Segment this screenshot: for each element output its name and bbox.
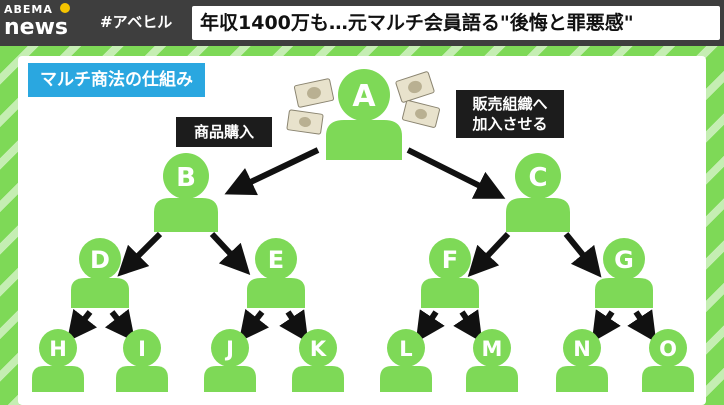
person-figure-j bbox=[204, 329, 256, 392]
label-recruit-line1: 販売組織へ bbox=[472, 95, 548, 113]
node-label-g: G bbox=[614, 246, 634, 274]
arrow-g-n bbox=[591, 309, 621, 343]
person-figure-a bbox=[326, 69, 402, 160]
arrow-b-e bbox=[209, 231, 251, 275]
node-label-c: C bbox=[528, 163, 547, 193]
arrow-d-i bbox=[104, 308, 136, 342]
label-product-purchase: 商品購入 bbox=[176, 117, 272, 147]
arrow-g-o bbox=[627, 309, 657, 343]
node-label-m: M bbox=[482, 337, 503, 361]
node-label-d: D bbox=[90, 246, 110, 274]
node-label-h: H bbox=[49, 337, 67, 361]
logo-abema-text: ABEMA bbox=[4, 3, 53, 16]
person-figure-l bbox=[380, 329, 432, 392]
person-figures bbox=[32, 69, 694, 392]
node-label-e: E bbox=[268, 246, 284, 274]
node-label-i: I bbox=[138, 337, 146, 361]
logo-news-text: news bbox=[4, 15, 69, 40]
person-figure-g bbox=[595, 238, 653, 308]
node-label-j: J bbox=[224, 337, 234, 361]
person-figure-b bbox=[154, 153, 218, 232]
person-figure-f bbox=[421, 238, 479, 308]
arrow-a-b bbox=[224, 147, 320, 196]
person-figure-i bbox=[116, 329, 168, 392]
arrow-c-g bbox=[563, 232, 602, 278]
label-recruit: 販売組織へ 加入させる bbox=[456, 90, 564, 138]
money-bill-icon bbox=[286, 109, 324, 135]
person-figure-d bbox=[71, 238, 129, 308]
node-label-n: N bbox=[573, 337, 591, 361]
person-figure-c bbox=[506, 153, 570, 232]
label-recruit-line2: 加入させる bbox=[472, 115, 548, 133]
program-hashtag: #アベヒル bbox=[100, 13, 173, 31]
label-product-purchase-text: 商品購入 bbox=[193, 123, 254, 141]
node-label-k: K bbox=[310, 337, 327, 361]
logo-dot-icon bbox=[60, 3, 70, 13]
person-figure-e bbox=[247, 238, 305, 308]
arrow-a-c bbox=[406, 147, 506, 199]
money-bill-icon bbox=[402, 100, 440, 128]
arrow-e-j bbox=[238, 308, 270, 342]
person-figure-k bbox=[292, 329, 344, 392]
headline-banner: 年収1400万も…元マルチ会員語る"後悔と罪悪感" bbox=[192, 6, 720, 40]
person-figure-h bbox=[32, 329, 84, 392]
person-figure-n bbox=[556, 329, 608, 392]
arrow-f-m bbox=[453, 309, 483, 343]
node-label-l: L bbox=[399, 337, 412, 361]
node-label-b: B bbox=[176, 163, 196, 193]
arrow-d-h bbox=[66, 308, 98, 342]
person-figure-o bbox=[642, 329, 694, 392]
node-label-o: O bbox=[659, 337, 677, 361]
abema-news-logo[interactable]: ABEMA news bbox=[4, 3, 100, 43]
arrows bbox=[66, 147, 657, 343]
arrow-b-d bbox=[117, 231, 163, 277]
node-label-a: A bbox=[352, 79, 376, 114]
arrow-c-f bbox=[467, 231, 511, 277]
node-label-f: F bbox=[442, 246, 458, 274]
person-figure-m bbox=[466, 329, 518, 392]
money-bill-icon bbox=[395, 71, 435, 103]
money-bill-icon bbox=[293, 78, 335, 108]
arrow-f-l bbox=[415, 309, 445, 343]
arrow-e-k bbox=[279, 309, 309, 343]
diagram-title: マルチ商法の仕組み bbox=[28, 63, 205, 97]
